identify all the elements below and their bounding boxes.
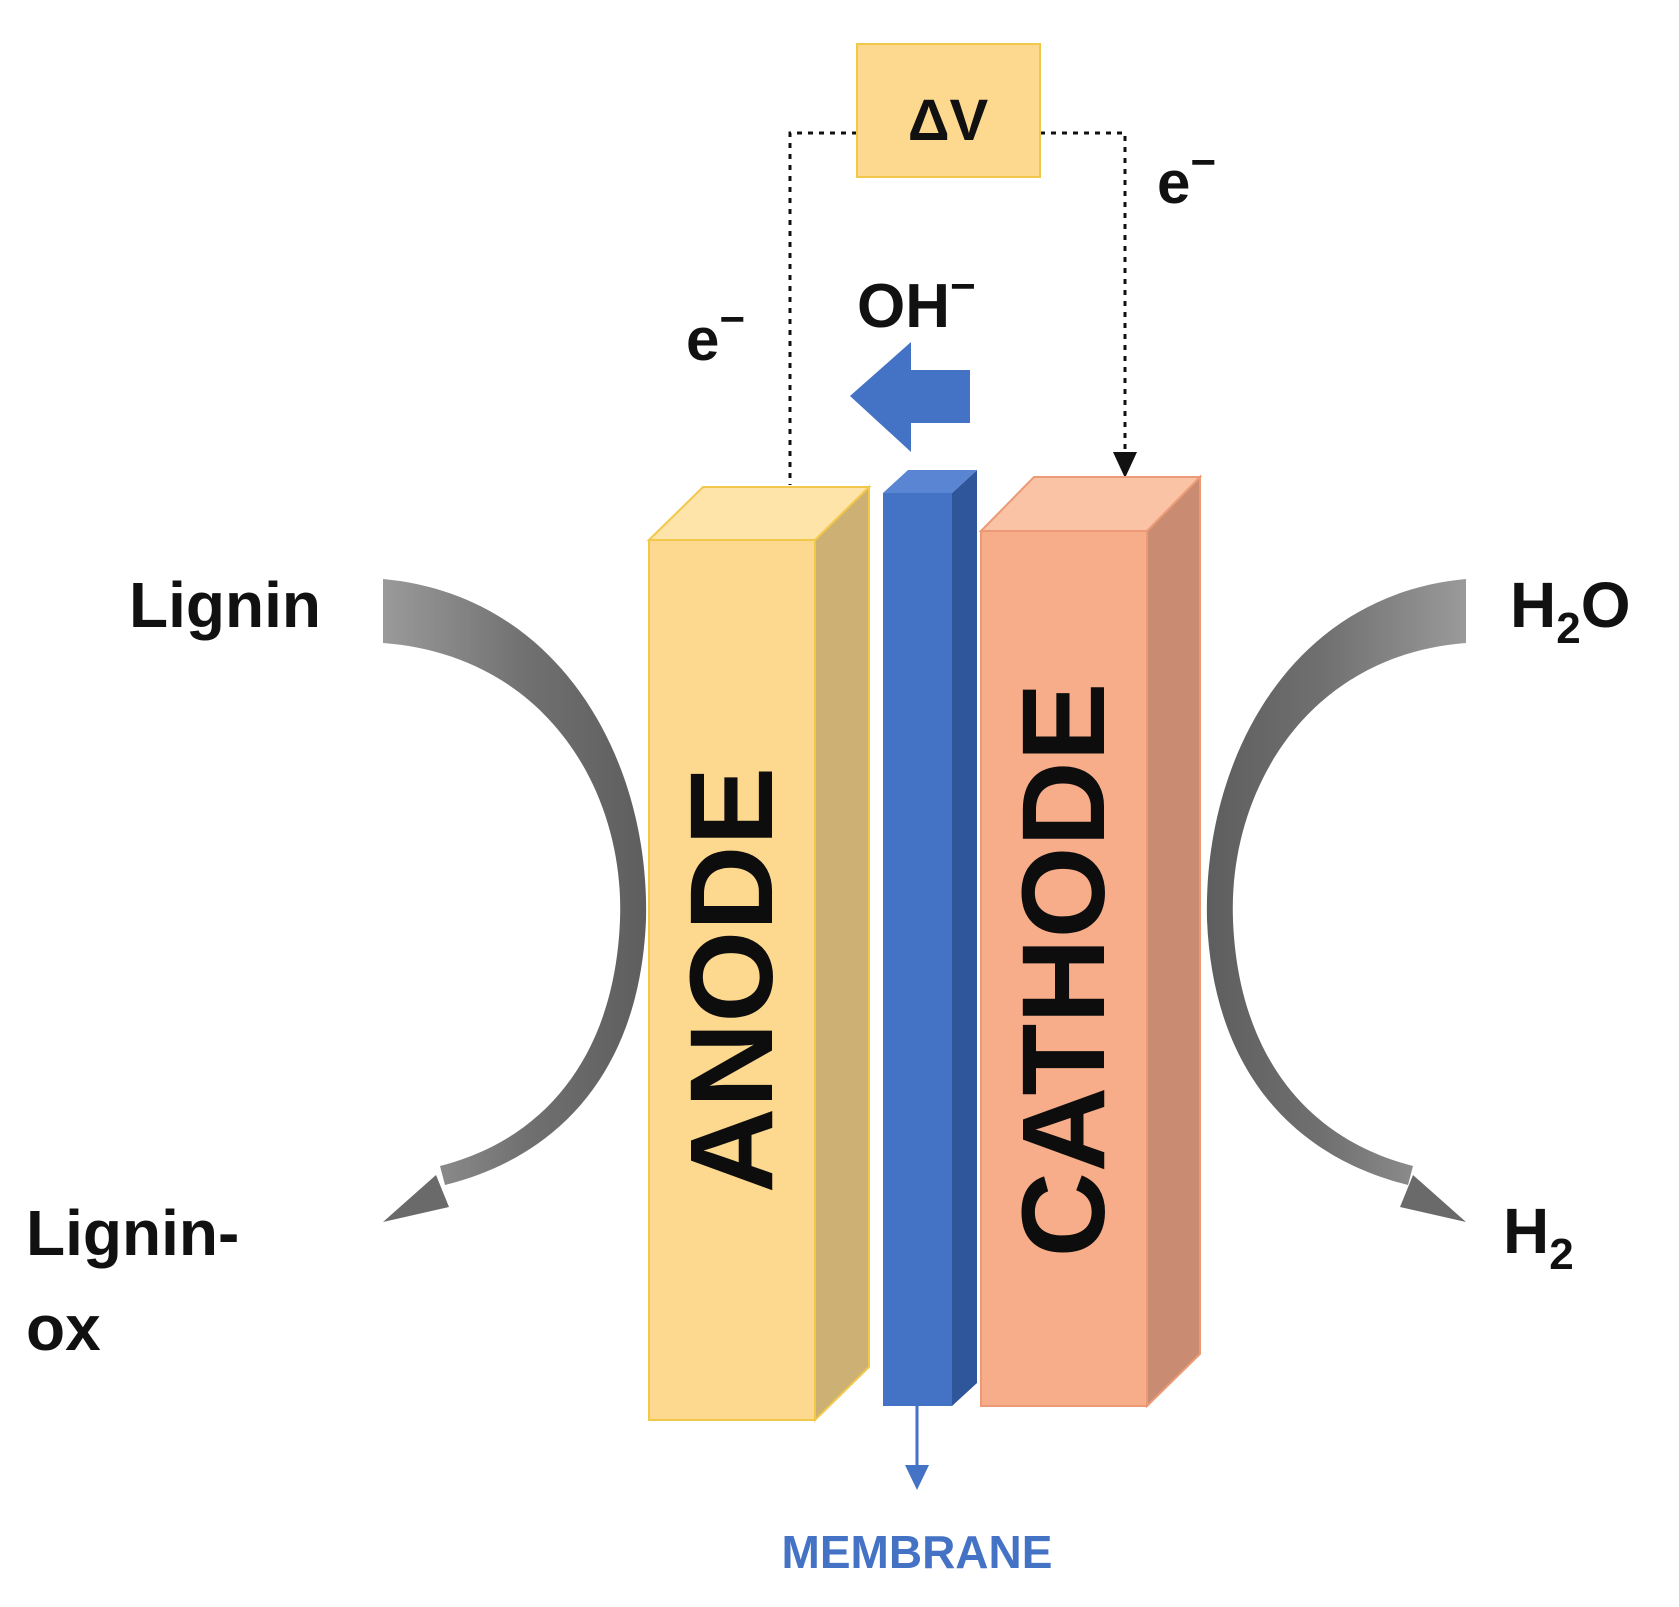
- voltage-box: [856, 43, 1041, 178]
- membrane-top-face: [883, 470, 977, 493]
- left-arrow-body: [383, 579, 647, 1185]
- wire-arrowhead-icon: [1113, 452, 1137, 478]
- wire-to-anode: [788, 131, 857, 485]
- external-circuit: [788, 131, 1137, 485]
- anode-side-face: [814, 484, 870, 1423]
- membrane-side-face: [952, 470, 977, 1406]
- anode-front-face: [648, 539, 816, 1421]
- wire-to-cathode: [1040, 131, 1127, 455]
- anode-label: ANODE: [666, 767, 798, 1193]
- electron-label-cathode: e−: [1157, 138, 1216, 216]
- lignin-label: Lignin: [129, 569, 321, 641]
- lignin-ox-label-line2: ox: [26, 1292, 101, 1364]
- cathode-label: CATHODE: [998, 683, 1130, 1258]
- hydrogen-label: H2: [1503, 1195, 1574, 1279]
- membrane-pointer: [905, 1406, 929, 1490]
- right-arrow-body: [1206, 579, 1466, 1185]
- cathode-side-face: [1146, 474, 1201, 1409]
- membrane: [883, 470, 977, 1406]
- cathode-electrode: CATHODE: [978, 474, 1203, 1409]
- left-arrowhead-icon: [383, 1175, 449, 1222]
- membrane-label: MEMBRANE: [782, 1526, 1053, 1578]
- arrow-down-icon: [905, 1465, 929, 1490]
- water-label: H2O: [1510, 569, 1630, 653]
- cathode-front-face: [980, 530, 1148, 1407]
- lignin-ox-label-line1: Lignin-: [26, 1197, 239, 1269]
- electron-label-anode: e−: [686, 295, 745, 373]
- hydroxide-label: OH−: [857, 262, 976, 341]
- membrane-front-face: [883, 493, 952, 1406]
- voltage-label: ΔV: [908, 88, 989, 153]
- voltage-source: ΔV: [856, 43, 1041, 178]
- anode-electrode: ANODE: [646, 484, 872, 1423]
- right-arrowhead-icon: [1400, 1175, 1466, 1222]
- arrow-left-icon: [850, 342, 970, 452]
